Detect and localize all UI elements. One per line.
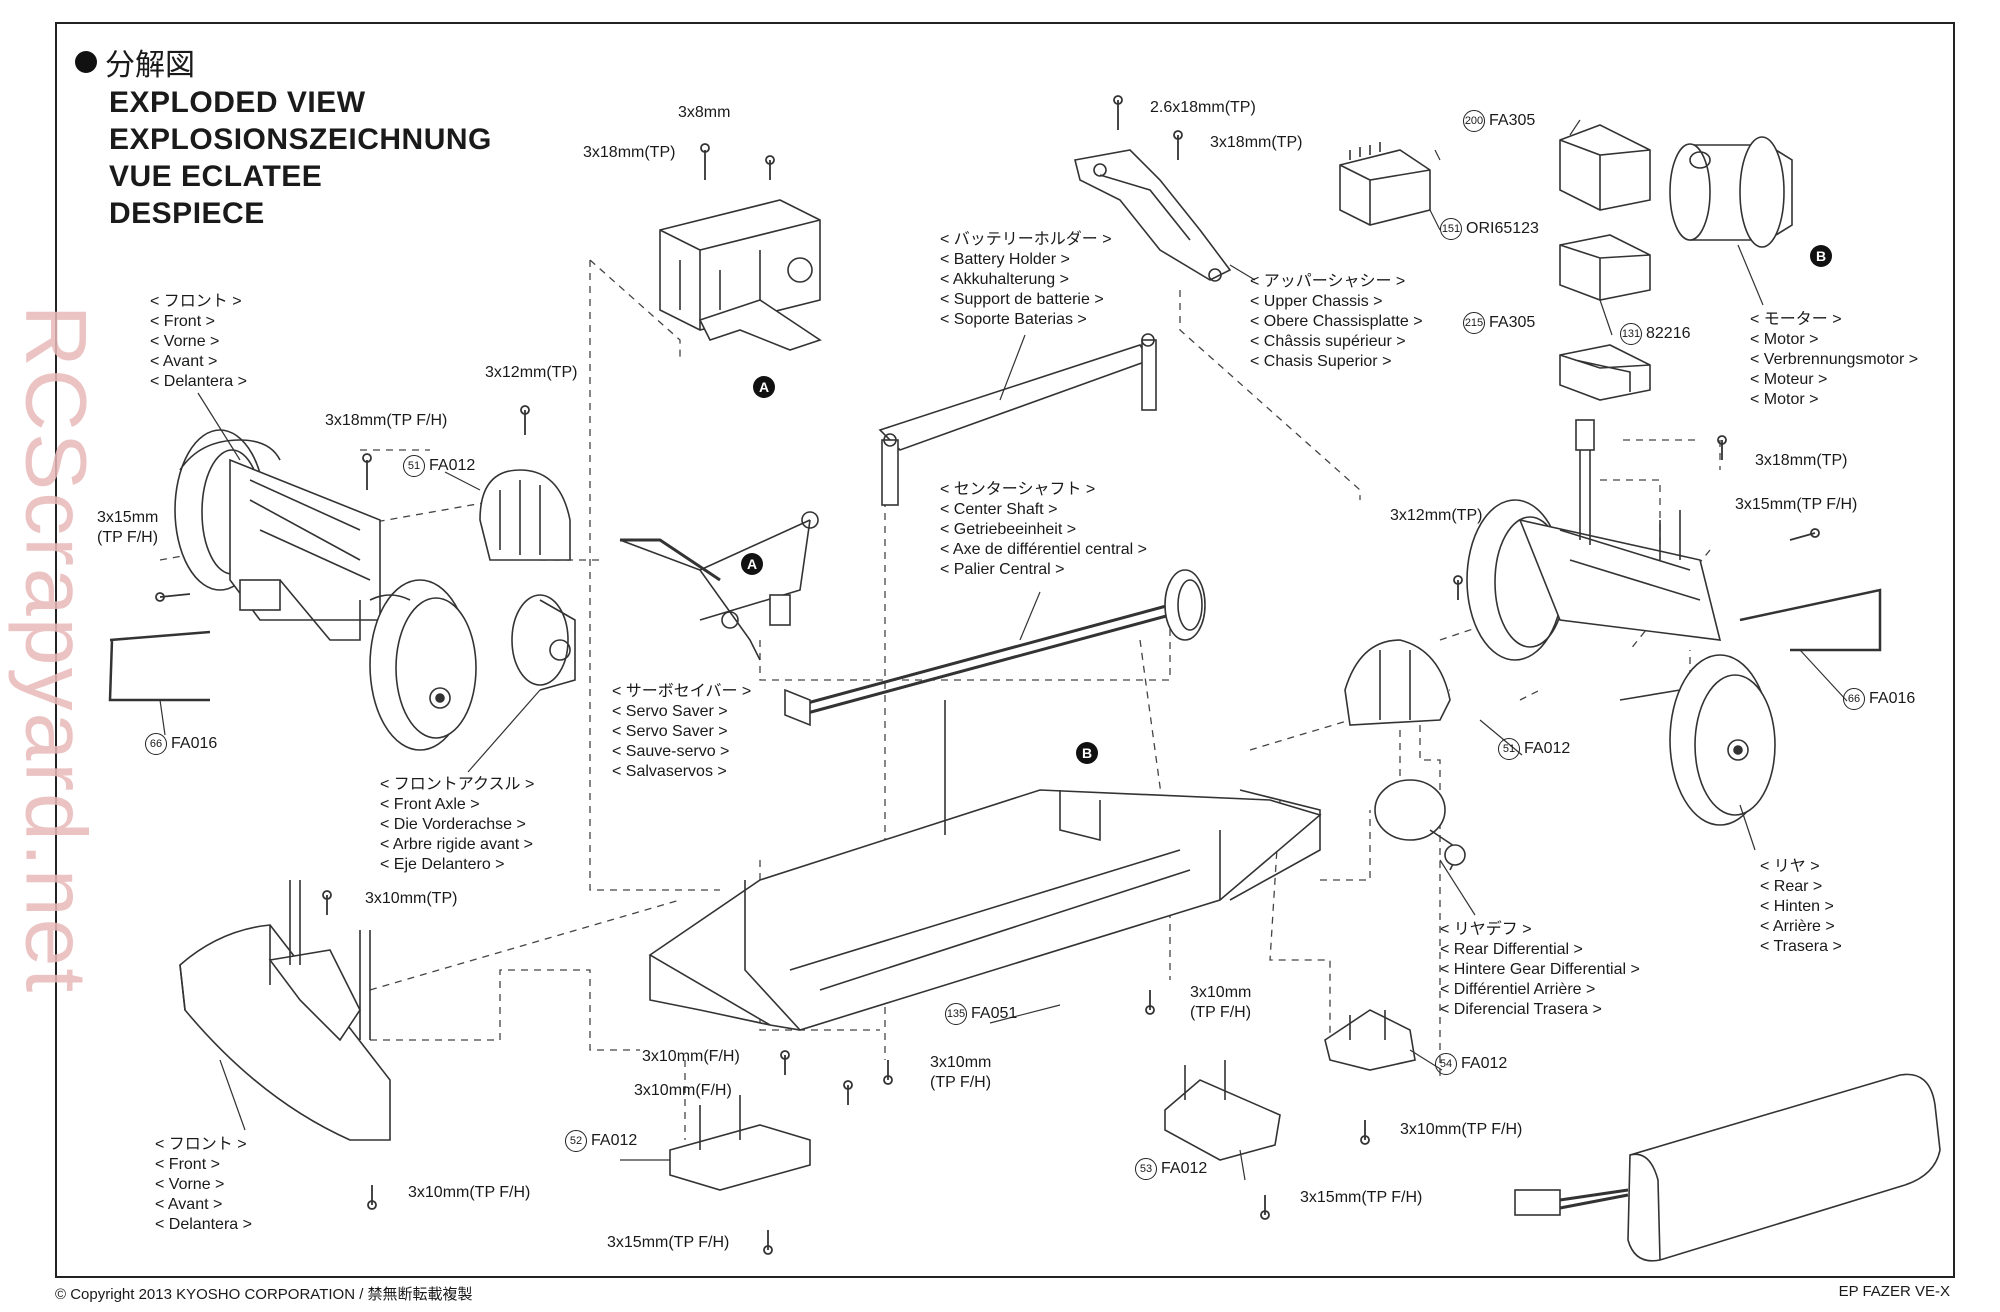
receiver-box [1559, 124, 1651, 211]
bracket-52 [669, 1095, 811, 1191]
front-differential [511, 594, 576, 691]
rear-differential [1374, 779, 1466, 871]
label-center-shaft: < センターシャフト >< Center Shaft > < Getriebee… [940, 481, 1147, 578]
screw-3x10-tpfh-right: 3x10mm(TP F/H) [1400, 1121, 1523, 1138]
servo-saver-parts [619, 511, 819, 661]
label-rear: < リヤ >< Rear > < Hinten >< Arrière > < T… [1760, 858, 1842, 955]
screws [155, 95, 1820, 1255]
front-gearbox-cover [479, 469, 571, 561]
hex-wrench-left [108, 630, 211, 702]
rear-gearbox-cover [1344, 639, 1451, 726]
title-despiece: DESPIECE [109, 197, 265, 230]
screw-3x15-tpfh-rear: 3x15mm(TP F/H) [1735, 496, 1858, 513]
page-frame [55, 22, 1955, 1278]
battery-holder-bar [878, 333, 1157, 506]
front-assembly [174, 429, 477, 751]
screw-3x15-tpfh-right: 3x15mm(TP F/H) [1300, 1189, 1423, 1206]
screw-3x10-fh-a: 3x10mm(F/H) [642, 1048, 740, 1065]
header: 分解図 EXPLODED VIEW EXPLOSIONSZEICHNUNG VU… [75, 40, 492, 232]
screw-2-6x18: 2.6x18mm(TP) [1150, 99, 1256, 116]
label-front-axle: < フロントアクスル >< Front Axle > < Die Vordera… [380, 776, 535, 873]
footer-copyright: © Copyright 2013 KYOSHO CORPORATION / 禁無… [55, 1286, 473, 1303]
upper-chassis [1074, 149, 1232, 282]
servo-assembly [659, 199, 822, 351]
screw-3x10-tpfh-bumper: 3x10mm(TP F/H) [408, 1184, 531, 1201]
front-bumper [179, 880, 391, 1141]
label-front-top: < フロント >< Front > < Vorne >< Avant > < D… [150, 293, 247, 390]
footer-model: EP FAZER VE-X [1838, 1283, 1950, 1300]
jp-title-row: 分解図 [75, 40, 492, 84]
screw-3x12-tp-rear: 3x12mm(TP) [1390, 507, 1483, 524]
screw-3x18-tp-rear: 3x18mm(TP) [1755, 452, 1848, 469]
marker-b-motor: B [1810, 245, 1832, 267]
label-rear-diff: < リヤデフ >< Rear Differential > < Hintere … [1440, 921, 1640, 1018]
screw-3x18-tpfh: 3x18mm(TP F/H) [325, 412, 448, 429]
main-chassis [648, 700, 1322, 1031]
hex-wrench-right [1739, 588, 1882, 652]
receiver-box-lower [1559, 344, 1651, 401]
marker-a-saver: A [741, 553, 763, 575]
receiver [1559, 234, 1651, 301]
label-front-bottom: < フロント >< Front > < Vorne >< Avant > < D… [155, 1136, 252, 1233]
bracket-53 [1164, 1060, 1281, 1161]
esc-unit [1339, 142, 1431, 226]
jp-title: 分解図 [105, 48, 195, 83]
rear-assembly [1466, 419, 1776, 826]
title-explosionszeichnung: EXPLOSIONSZEICHNUNG [109, 123, 492, 156]
screw-3x15-front: 3x15mm (TP F/H) [97, 509, 159, 546]
label-servo-saver: < サーボセイバー >< Servo Saver > < Servo Saver… [612, 683, 752, 780]
screw-3x15-tpfh-bottom: 3x15mm(TP F/H) [607, 1234, 730, 1251]
screw-3x8: 3x8mm [678, 104, 731, 121]
label-upper-chassis: < アッパーシャシー >< Upper Chassis > < Obere Ch… [1250, 273, 1423, 370]
title-exploded-view: EXPLODED VIEW [109, 86, 366, 119]
label-motor: < モーター >< Motor > < Verbrennungsmotor ><… [1750, 311, 1919, 408]
title-vue-eclatee: VUE ECLATEE [109, 160, 323, 193]
marker-a-servo: A [753, 376, 775, 398]
screw-3x10-tp: 3x10mm(TP) [365, 890, 458, 907]
screw-3x10-tpfh-chassis: 3x10mm (TP F/H) [1190, 984, 1252, 1021]
center-shaft [784, 569, 1206, 727]
motor [1669, 136, 1793, 248]
bracket-54 [1324, 1009, 1416, 1071]
screw-3x10-tpfh-mid: 3x10mm (TP F/H) [930, 1054, 992, 1091]
screw-3x18-tp-upper: 3x18mm(TP) [1210, 134, 1303, 151]
label-battery-holder: < バッテリーホルダー >< Battery Holder > < Akkuha… [940, 231, 1112, 328]
screw-3x10-fh-b: 3x10mm(F/H) [634, 1082, 732, 1099]
battery-pack [1514, 1073, 1941, 1262]
screw-3x12-tp-front: 3x12mm(TP) [485, 364, 578, 381]
marker-b-chassis: B [1076, 742, 1098, 764]
bullet-icon [75, 51, 97, 73]
screw-3x18-tp-servo: 3x18mm(TP) [583, 144, 676, 161]
